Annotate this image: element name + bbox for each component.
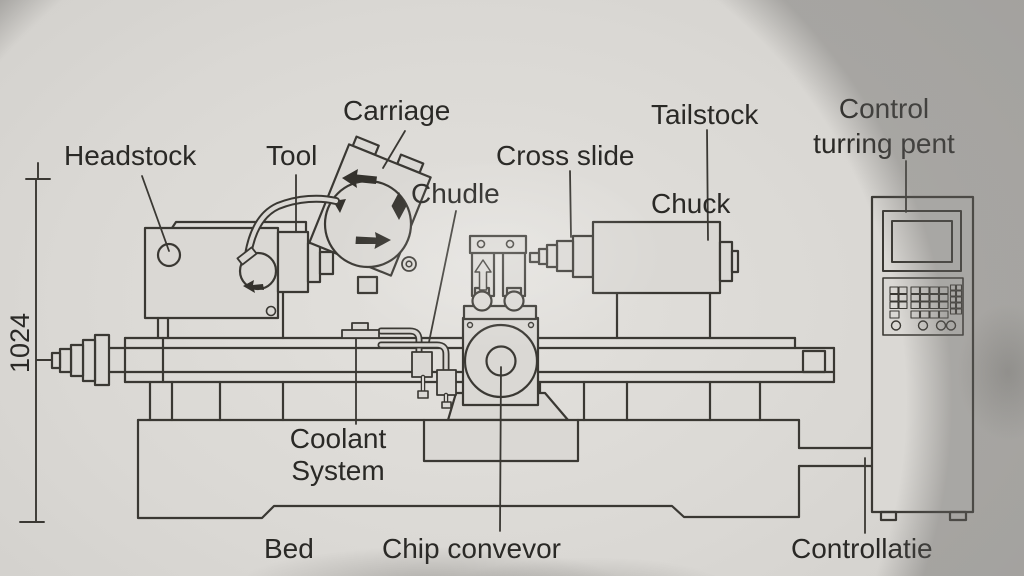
tool-post-drawing [236,194,340,293]
label-coolant-line1: Coolant [289,423,387,454]
label-headstock: Headstock [64,140,197,171]
control-cabinet-drawing [870,195,975,522]
label-coolant-system: Coolant System [278,423,398,487]
label-tailstock: Tailstock [651,99,759,130]
label-bed: Bed [264,533,314,564]
leader-chip-conveyor [499,366,502,532]
label-chudle: Chudle [411,178,500,209]
cabinet-duct [797,446,874,468]
leader-headstock [141,175,170,252]
coolant-cap-drawing [341,322,380,339]
tailstock-drawing [528,220,740,340]
label-control-panel: Control turring pent [788,91,980,161]
rotation-arrow-icon [243,280,264,293]
label-tool: Tool [266,140,318,171]
label-control-panel-line1: Control [838,93,930,124]
label-dimension-1024: 1024 [5,312,35,374]
keypad-round-buttons [890,320,957,331]
label-controllatie: Controllatie [791,533,933,564]
label-control-panel-line2: turring pent [813,128,955,159]
leader-lines [141,129,907,534]
label-chuck: Chuck [651,188,731,219]
keypad-panel [882,277,964,336]
leader-carriage [382,130,406,169]
label-carriage: Carriage [343,95,451,126]
carriage-drawing [308,135,432,295]
label-coolant-line2: System [291,455,385,486]
headstock-drawing [143,220,335,340]
leader-tailstock [706,129,709,241]
label-cross-slide: Cross slide [496,140,635,171]
spindle-nose-drawing [50,333,111,387]
dimension-line [19,162,53,523]
screen [891,220,953,263]
coolant-nozzles-drawing [377,327,457,409]
screen-bezel [882,210,962,272]
label-chip-conveyor: Chip convevor [382,533,561,564]
leader-cross-slide [569,170,572,238]
up-arrow-icon [474,259,492,291]
keypad-keys [889,284,963,319]
bed-drawing [103,336,874,520]
leader-chudle [428,210,457,343]
